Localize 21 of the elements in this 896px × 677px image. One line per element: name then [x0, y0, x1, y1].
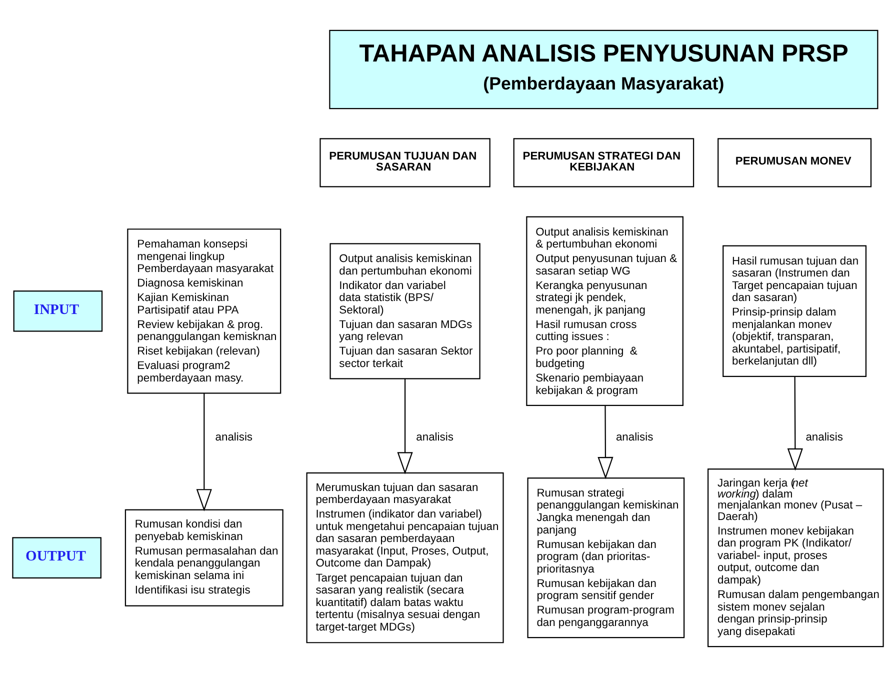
arrow — [397, 378, 413, 474]
edge-label: analisis — [806, 432, 843, 444]
arrow — [196, 393, 212, 512]
edge-label: analisis — [616, 432, 654, 444]
node-box: INPUT — [13, 290, 103, 332]
node-box: Output analisis kemiskinan & pertumbuhan ekonomi Output penyusunan tujuan & sasaran setiap WG Kerangka penyusunan strategi jk pendek, menengah, jk panjang Hasil rumusan cross cutting issues : Pro poor planning & budgeting Skenario pembiayaan kebijakan & program — [526, 216, 684, 406]
node-box: Pemahaman konsepsi mengenai lingkup Pemberdayaan masyarakat Diagnosa kemiskinan Kajian Kemiskinan Partisipatif atau PPA Review kebijakan & prog. penanggulangan kemisknan Riset kebijakan (relevan) Evaluasi program2 pemberdayaan masy. — [127, 228, 282, 394]
edge-label: analisis — [416, 432, 454, 444]
node-box: Hasil rumusan tujuan dan sasaran (Instrumen dan Target pencapaian tujuan dan sasaran) Prinsip-prinsip dalam menjalankan monev (objektif, transparan, akuntabel, partisipatif, berkelanjutan dll) — [722, 245, 867, 377]
node-box: PERUMUSAN STRATEGI DAN KEBIJAKAN — [513, 138, 694, 188]
node-box: OUTPUT — [12, 537, 102, 578]
arrow — [598, 406, 614, 480]
node-box: Rumusan kondisi dan penyebab kemiskinan Rumusan permasalahan dan kendala penanggulangan kemiskinan selama ini Identifikasi isu strategis — [124, 509, 284, 606]
node-box: TAHAPAN ANALISIS PENYUSUNAN PRSP (Pemberdayaan Masyarakat) — [329, 30, 878, 110]
node-box: PERUMUSAN MONEV — [718, 138, 872, 188]
edge-label: analisis — [215, 432, 253, 444]
node-box: Output analisis kemiskinan dan pertumbuhan ekonomi Indikator dan variabel data statistik (BPS/ Sektoral) Tujuan dan sasaran MDGs yang relevan Tujuan dan sasaran Sektor sector terkait — [330, 243, 480, 380]
node-box: PERUMUSAN TUJUAN DAN SASARAN — [320, 138, 490, 188]
node-box: Rumusan strategi penanggulangan kemiskinan Jangka menengah dan panjang Rumusan kebijakan dan program (dan prioritas-prioritasnya Rumusan kebijakan dan program sensitif gender Rumusan program-program dan penganggarannya — [527, 477, 685, 638]
arrow — [787, 376, 803, 471]
node-box: Merumuskan tujuan dan sasaran pemberdayaan masyarakat Instrumen (indikator dan variabel) untuk mengetahui pencapaian tujuan dan sasaran pemberdayaan masyarakat (Input, Proses, Output, Outcome dan Dampak) Target pencapaian tujuan dan sasaran yang realistik (secara kuantitatif) dalam batas waktu tertentu (misalnya sesuai dengan target-target MDGs) — [306, 472, 504, 644]
